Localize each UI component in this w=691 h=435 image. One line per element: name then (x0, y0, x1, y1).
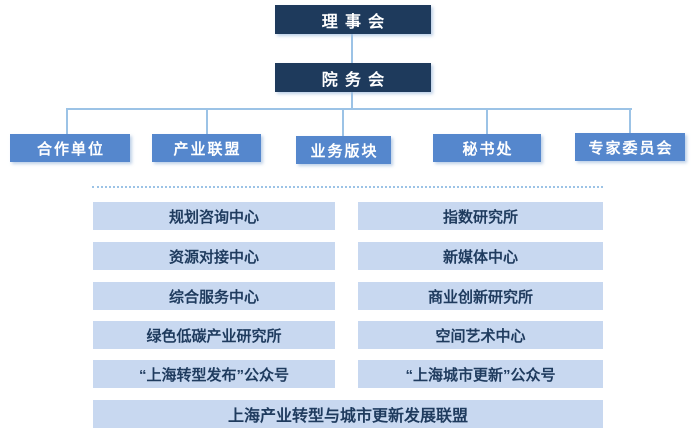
connector-horizontal-bus (66, 108, 632, 110)
connector-drop-cooperation-units (66, 108, 68, 134)
connector-council-stub (351, 92, 353, 108)
dept-node-resource-matching-center: 资源对接中心 (93, 242, 335, 270)
branch-label: 专家委员会 (588, 139, 674, 157)
connector-drop-industry-alliance (206, 108, 208, 134)
connector-drop-business-sections (342, 108, 344, 136)
council-node-label: 院务会 (321, 71, 392, 89)
branch-node-industry-alliance: 产业联盟 (152, 134, 261, 162)
dept-node-shanghai-transformation-release-account: “上海转型发布”公众号 (93, 360, 335, 388)
dept-label: “上海转型发布”公众号 (138, 366, 289, 384)
dept-label: 指数研究所 (442, 208, 518, 226)
dept-label: 新媒体中心 (442, 248, 518, 266)
branch-node-cooperation-units: 合作单位 (10, 134, 130, 162)
branch-label: 业务版块 (310, 142, 379, 160)
root-node-board: 理事会 (275, 5, 431, 34)
council-node: 院务会 (275, 63, 431, 92)
dept-node-business-innovation-institute: 商业创新研究所 (358, 282, 603, 310)
dept-node-shanghai-urban-renewal-account: “上海城市更新”公众号 (358, 360, 603, 388)
dept-label: “上海城市更新”公众号 (405, 366, 556, 384)
root-node-label: 理事会 (321, 13, 392, 31)
dept-node-planning-consulting-center: 规划咨询中心 (93, 202, 335, 230)
alliance-node: 上海产业转型与城市更新发展联盟 (93, 400, 603, 428)
branch-label: 产业联盟 (173, 140, 242, 158)
branch-node-business-sections: 业务版块 (296, 136, 391, 164)
dept-label: 资源对接中心 (168, 248, 259, 266)
branch-node-secretariat: 秘书处 (433, 134, 541, 162)
dept-node-new-media-center: 新媒体中心 (358, 242, 603, 270)
dept-label: 规划咨询中心 (168, 208, 259, 226)
alliance-label: 上海产业转型与城市更新发展联盟 (227, 408, 468, 425)
dept-label: 绿色低碳产业研究所 (146, 327, 282, 345)
branch-label: 合作单位 (36, 140, 105, 158)
connector-drop-secretariat (486, 108, 488, 134)
dept-label: 空间艺术中心 (435, 327, 526, 345)
dept-node-index-research-institute: 指数研究所 (358, 202, 603, 230)
dept-node-space-art-center: 空间艺术中心 (358, 321, 603, 349)
dept-node-green-low-carbon-industry-institute: 绿色低碳产业研究所 (93, 321, 335, 349)
dotted-separator-line (92, 186, 603, 188)
branch-label: 秘书处 (462, 140, 514, 158)
dept-node-comprehensive-service-center: 综合服务中心 (93, 282, 335, 310)
connector-root-council (351, 34, 353, 63)
dept-label: 商业创新研究所 (427, 288, 533, 306)
dept-label: 综合服务中心 (168, 288, 259, 306)
connector-drop-expert-committee (629, 108, 631, 133)
branch-node-expert-committee: 专家委员会 (575, 133, 685, 161)
